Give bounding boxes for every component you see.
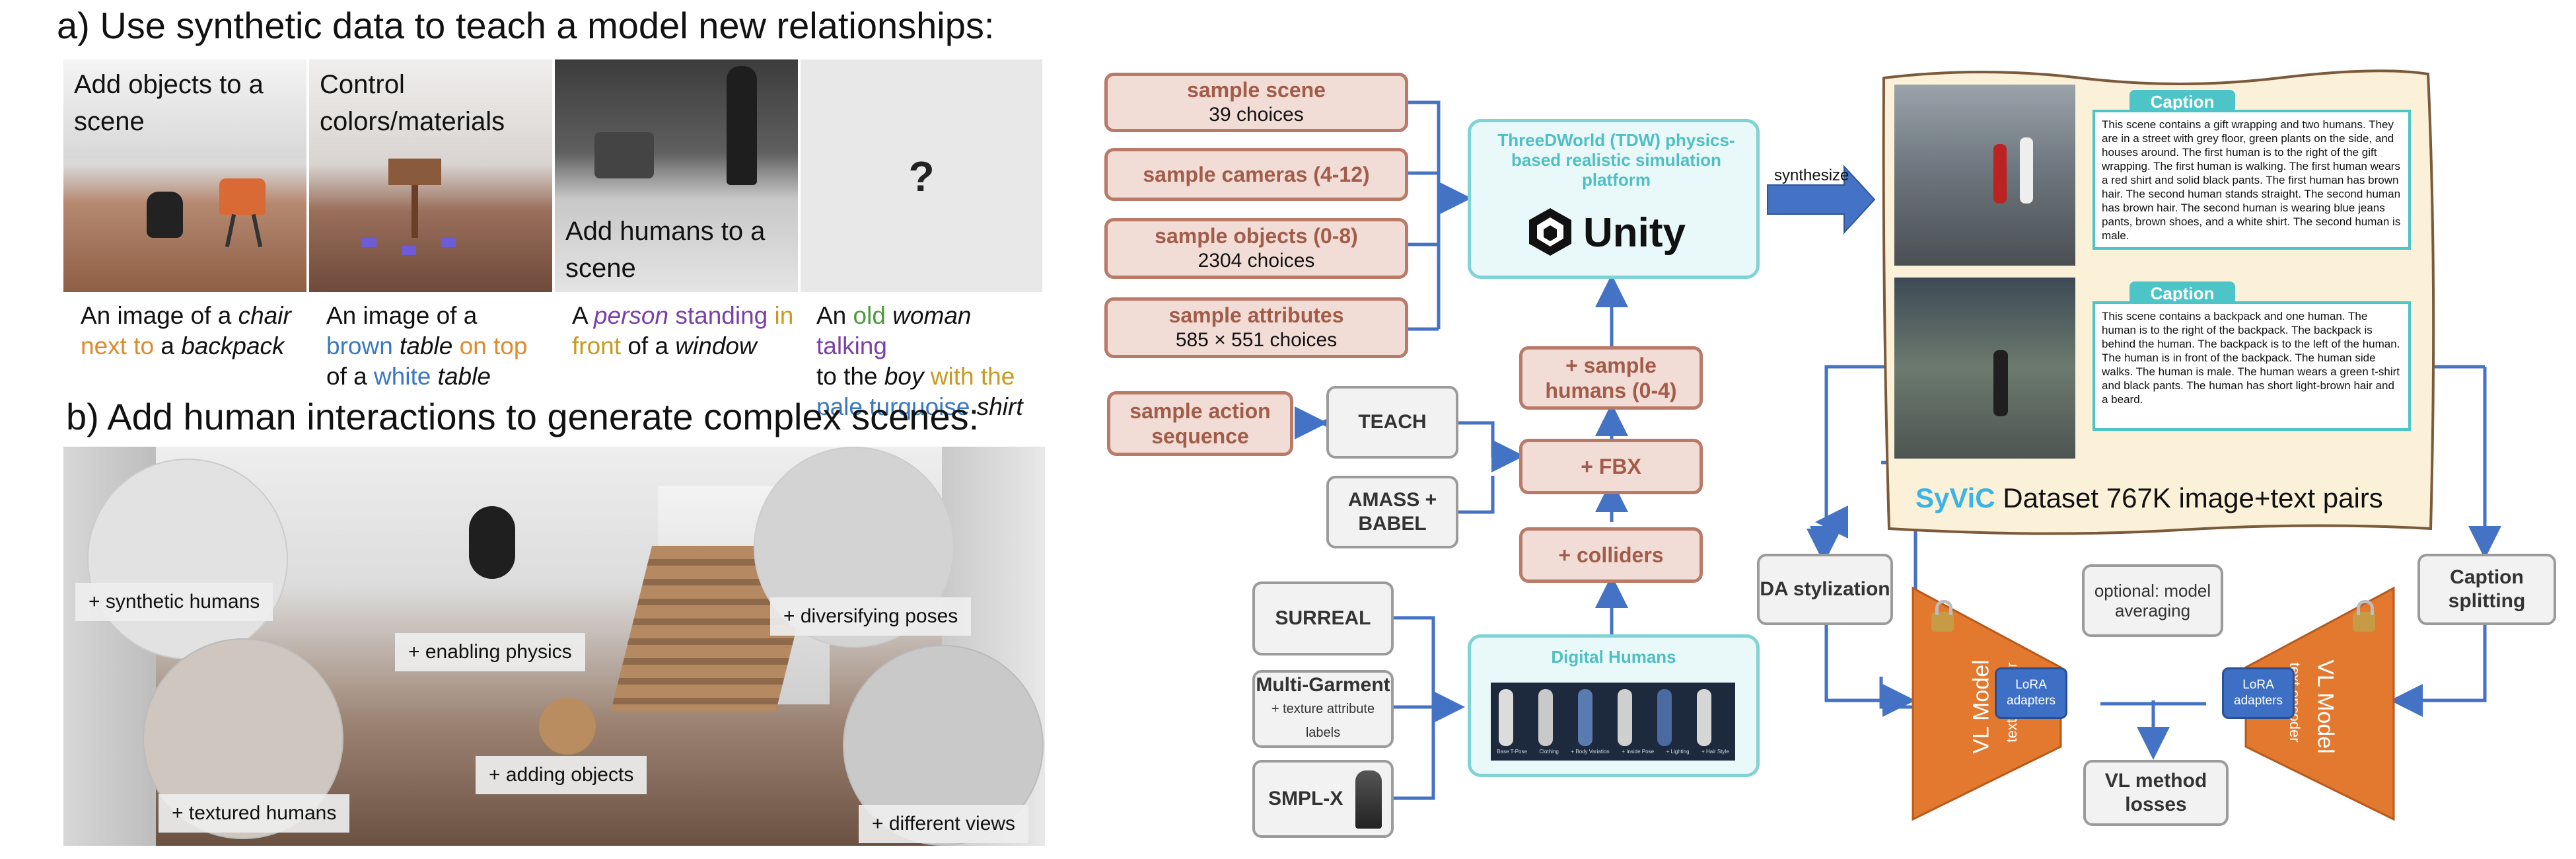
figure-label: + Inside Pose: [1622, 749, 1655, 755]
tag-diversifying-poses: + diversifying poses: [770, 597, 972, 636]
vl-model-left-label: VL Model: [1968, 659, 1994, 754]
caption-splitting-box: Caption splitting: [2417, 554, 2556, 625]
panel-add-objects: Add objects to a scene: [63, 59, 306, 292]
unity-logo-text: Unity: [1583, 210, 1686, 256]
panel-overlay-text: Add objects to a scene: [74, 70, 264, 136]
tdw-box: ThreeDWorld (TDW) physics-based realisti…: [1468, 119, 1760, 279]
digital-humans-image: Base T-Pose Clothing + Body Variation + …: [1491, 683, 1735, 761]
sample-humans-box: + sample humans (0-4): [1519, 346, 1703, 410]
panel-add-humans: Add humans to a scene: [555, 59, 798, 292]
panel-caption: An image of a chair next to a backpack: [81, 302, 291, 359]
panel-caption: An image of a brown table on top of a wh…: [326, 302, 528, 390]
tdw-title: ThreeDWorld (TDW) physics-based realisti…: [1497, 130, 1735, 190]
dataset-image-2: [1894, 278, 2075, 459]
headphones-shape: [469, 506, 515, 579]
synthesize-arrow: [1767, 165, 1876, 235]
sample-cameras-box: sample cameras (4-12): [1104, 148, 1408, 201]
lora-adapters-left: LoRA adapters: [1995, 667, 2067, 719]
panel-control-colors: Control colors/materials: [309, 59, 552, 292]
figure-label: Clothing: [1539, 749, 1559, 755]
figure-label: + Lighting: [1666, 749, 1690, 755]
panel-overlay-text: Add humans to a scene: [565, 217, 766, 283]
figure-label: + Body Variation: [1571, 749, 1610, 755]
sample-action-box: sample action sequence: [1107, 391, 1293, 456]
panel-question: ?: [801, 59, 1042, 292]
circle-view: [87, 459, 288, 659]
digital-humans-title: Digital Humans: [1551, 647, 1676, 667]
backpack-shape: [147, 192, 183, 238]
chair-shape: [219, 178, 266, 215]
person-shape: [727, 66, 757, 185]
panel-overlay-text: Control colors/materials: [320, 70, 505, 136]
dataset-image-1: [1894, 85, 2075, 266]
colliders-box: + colliders: [1519, 527, 1703, 583]
optional-box: optional: model averaging: [2082, 564, 2223, 637]
caption-body-2: This scene contains a backpack and one h…: [2093, 301, 2411, 431]
dataset-label: SyViC Dataset 767K image+text pairs: [1915, 482, 2383, 513]
digital-humans-box: Digital Humans Base T-Pose Clothing + Bo…: [1468, 634, 1760, 777]
lora-adapters-right: LoRA adapters: [2222, 667, 2295, 719]
tag-textured-humans: + textured humans: [159, 794, 350, 833]
vl-losses-box: VL method losses: [2083, 760, 2229, 826]
table-shape: [388, 159, 441, 185]
lock-icon: [2353, 600, 2375, 632]
fbx-box: + FBX: [1519, 439, 1703, 494]
ball-shape: [539, 698, 596, 755]
amass-box: AMASS + BABEL: [1326, 476, 1458, 548]
sample-objects-box: sample objects (0-8)2304 choices: [1104, 218, 1408, 279]
tag-different-views: + different views: [859, 805, 1029, 843]
panel-caption: A person standing in front of a window: [572, 302, 794, 359]
tag-enabling-physics: + enabling physics: [395, 633, 585, 671]
unity-logo-icon: [1524, 205, 1577, 258]
question-mark: ?: [908, 153, 935, 200]
vl-model-right-shape: [2244, 586, 2395, 821]
synthesize-label: synthesize: [1774, 167, 1849, 184]
figure-label: + Hair Style: [1701, 749, 1729, 755]
da-stylization-box: DA stylization: [1757, 554, 1893, 625]
surreal-box: SURREAL: [1252, 581, 1394, 655]
teach-box: TEACH: [1326, 386, 1458, 459]
vl-model-right-label: VL Model: [2312, 659, 2338, 754]
smplx-figure-icon: [1355, 770, 1382, 829]
lock-icon: [1931, 600, 1954, 632]
tag-adding-objects: + adding objects: [476, 756, 647, 794]
title-b: b) Add human interactions to generate co…: [66, 396, 980, 437]
smplx-box: SMPL-X: [1252, 760, 1394, 838]
panel-caption: An old woman talking to the boy with the…: [816, 302, 1023, 420]
multigarment-box: Multi-Garment+ texture attribute labels: [1252, 670, 1394, 748]
tag-synthetic-humans: + synthetic humans: [75, 583, 273, 621]
vl-model-left-shape: [1912, 586, 2062, 821]
title-a: a) Use synthetic data to teach a model n…: [57, 5, 995, 46]
figure-label: Base T-Pose: [1497, 749, 1527, 755]
caption-body-1: This scene contains a gift wrapping and …: [2093, 110, 2411, 250]
